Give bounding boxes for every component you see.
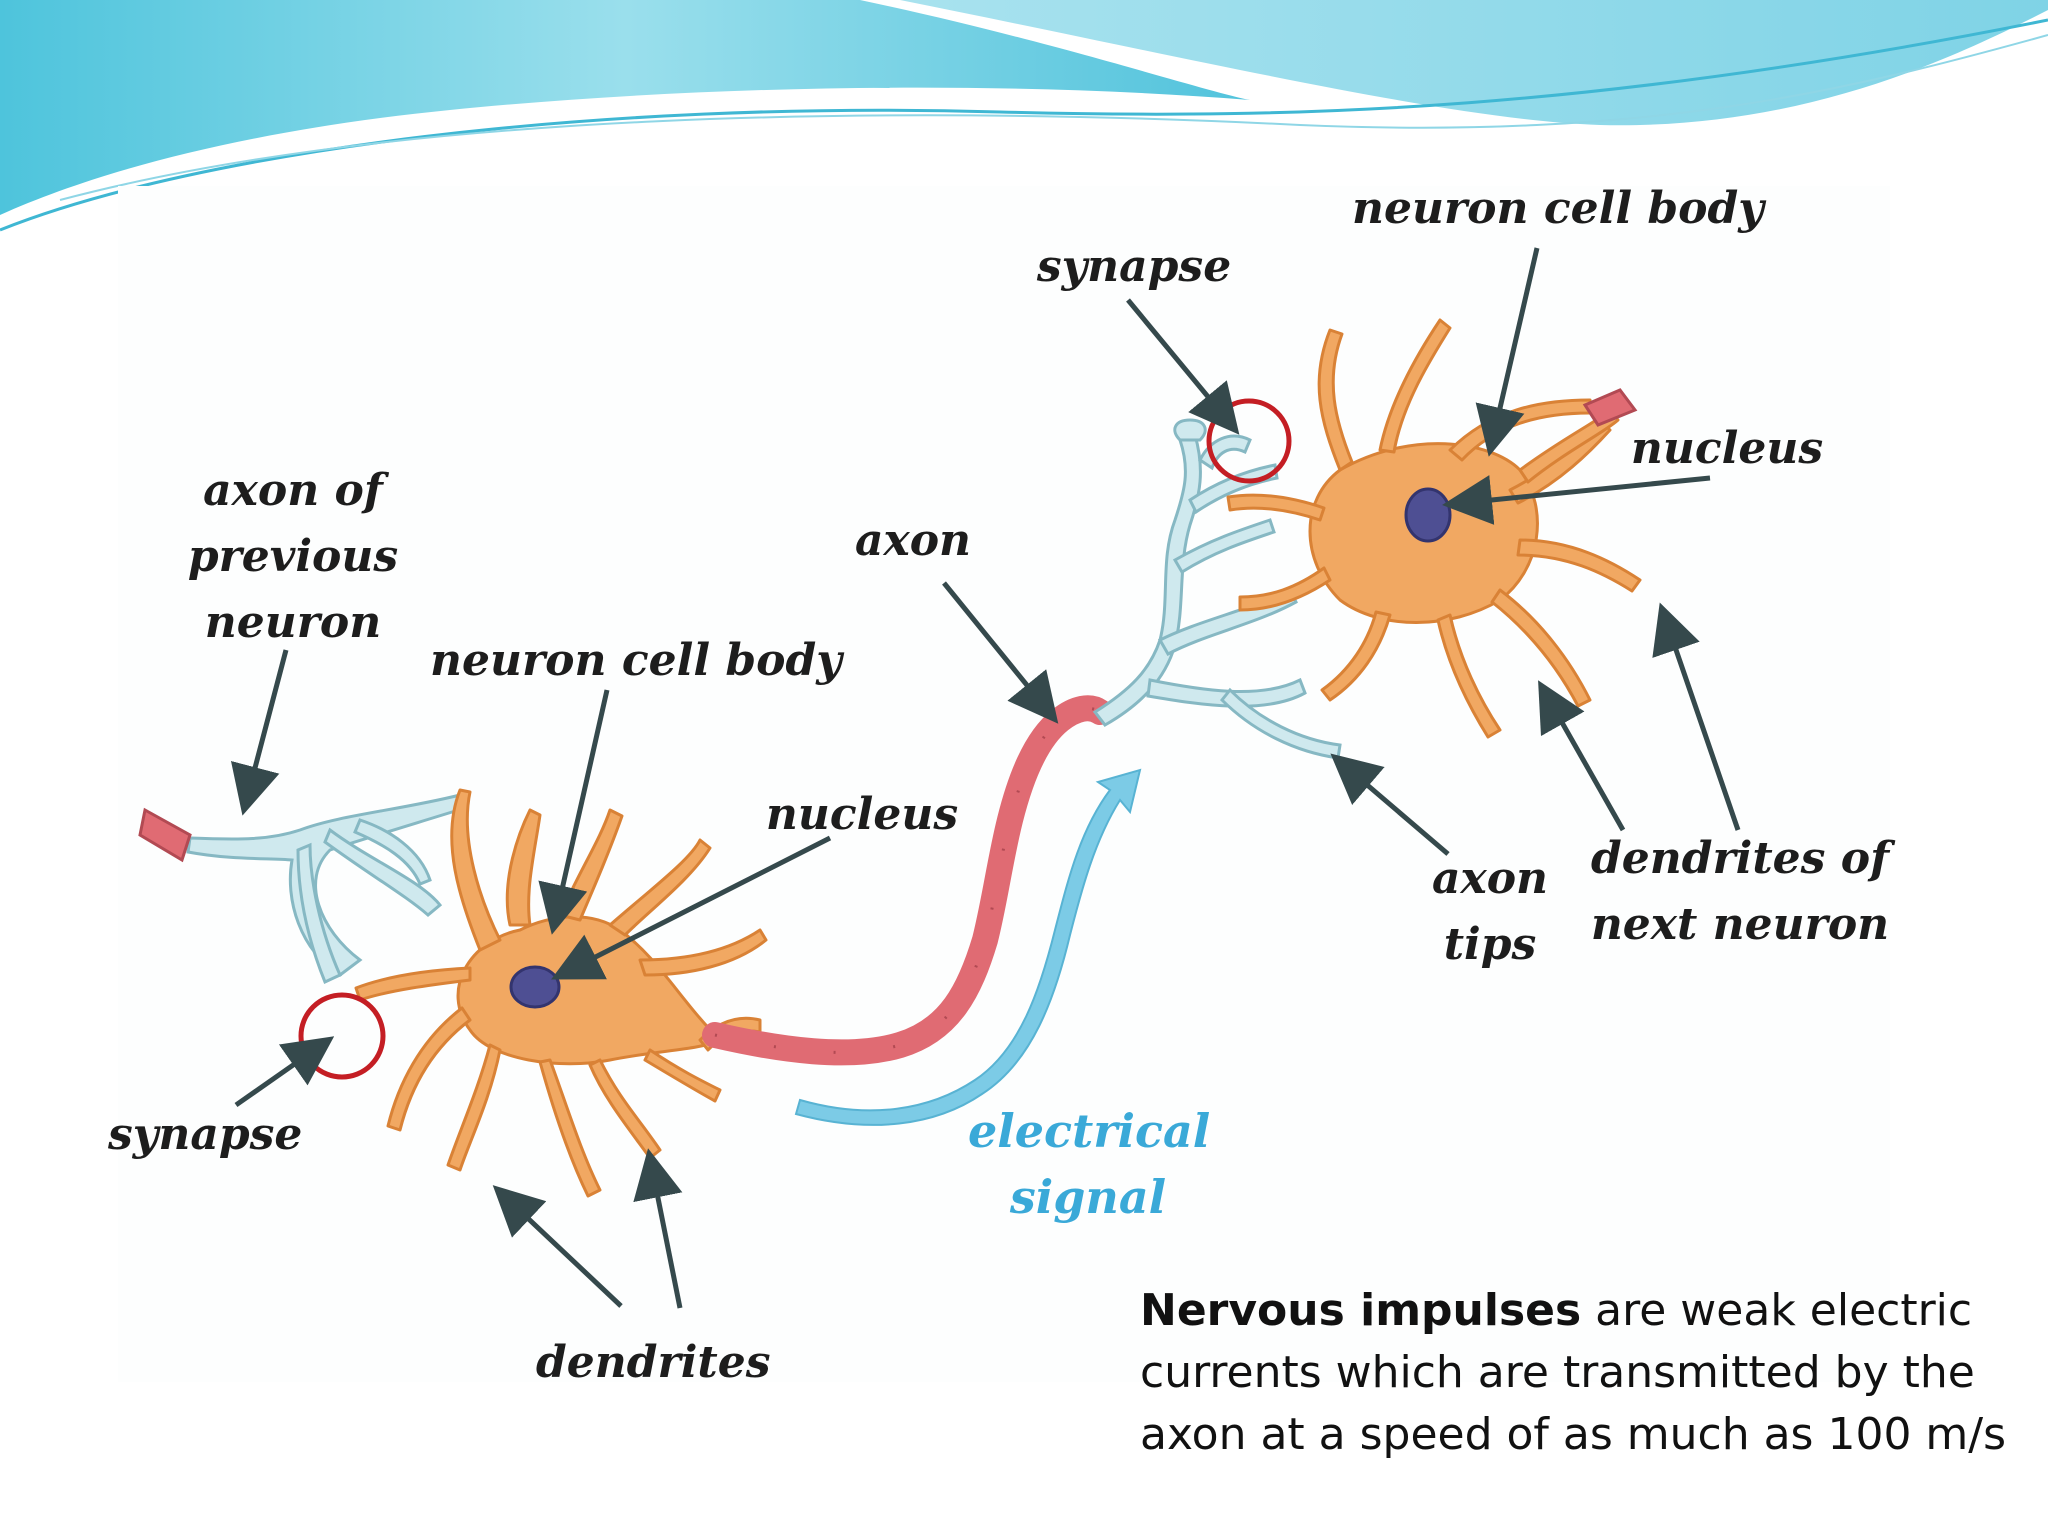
- label-line: axon of: [203, 465, 383, 516]
- label-electrical-signal: electrical signal: [968, 1098, 1211, 1230]
- label-axon-tips: axon tips: [1420, 846, 1560, 978]
- arrow-axon: [942, 581, 1059, 724]
- label-neuron-cell-body-right: neuron cell body: [1352, 183, 1764, 234]
- label-nucleus-left: nucleus: [765, 789, 959, 840]
- arrow-axon-of-previous-neuron: [230, 649, 289, 816]
- arrow-dendrites-next-2: [1652, 602, 1741, 831]
- label-dendrites-of-next-neuron: dendrites of next neuron: [1590, 826, 1890, 958]
- header-wave-decoration: [0, 0, 2048, 232]
- right-axon-end: [1582, 388, 1638, 427]
- label-nucleus-right: nucleus: [1630, 423, 1824, 474]
- label-line: dendrites of: [1590, 833, 1890, 884]
- label-synapse-left: synapse: [108, 1109, 303, 1160]
- left-nucleus: [509, 965, 561, 1009]
- right-synapse-circle: [1206, 398, 1292, 484]
- label-line: tips: [1443, 919, 1537, 970]
- label-line: next neuron: [1590, 899, 1890, 950]
- label-neuron-cell-body-left: neuron cell body: [430, 635, 842, 686]
- arrow-nucleus-left: [551, 835, 832, 980]
- label-line: neuron: [204, 597, 382, 648]
- left-synapse-circle: [298, 992, 386, 1080]
- caption-text: Nervous impulses are weak electric curre…: [1140, 1280, 2020, 1466]
- arrow-neuron-cell-body-right: [1475, 247, 1540, 457]
- arrow-dendrites-next-1: [1538, 680, 1626, 832]
- arrow-synapse-right: [1126, 298, 1240, 435]
- label-axon: axon: [854, 515, 972, 566]
- label-dendrites: dendrites: [536, 1337, 771, 1388]
- caption-rest: are weak electric currents which are tra…: [1140, 1285, 2007, 1460]
- previous-axon-tips: [186, 793, 467, 985]
- arrow-synapse-left: [234, 1036, 335, 1108]
- arrow-dendrites-2: [633, 1148, 683, 1309]
- label-synapse-right: synapse: [1036, 241, 1232, 292]
- arrow-axon-tips: [1330, 753, 1450, 856]
- pointer-arrows: [230, 247, 1741, 1309]
- caption-bold: Nervous impulses: [1140, 1285, 1582, 1336]
- label-line: axon: [1431, 853, 1549, 904]
- right-nucleus: [1404, 487, 1452, 543]
- label-line: electrical: [968, 1104, 1211, 1158]
- electrical-signal-arrows: [794, 768, 1142, 1126]
- arrow-nucleus-right: [1442, 475, 1711, 525]
- arrow-dendrites-1: [492, 1185, 623, 1308]
- arrow-neuron-cell-body-left: [538, 689, 610, 935]
- label-line: signal: [1009, 1170, 1167, 1224]
- previous-axon-end: [138, 807, 192, 863]
- label-axon-of-previous-neuron: axon of previous neuron: [178, 458, 408, 656]
- label-line: previous: [187, 531, 399, 582]
